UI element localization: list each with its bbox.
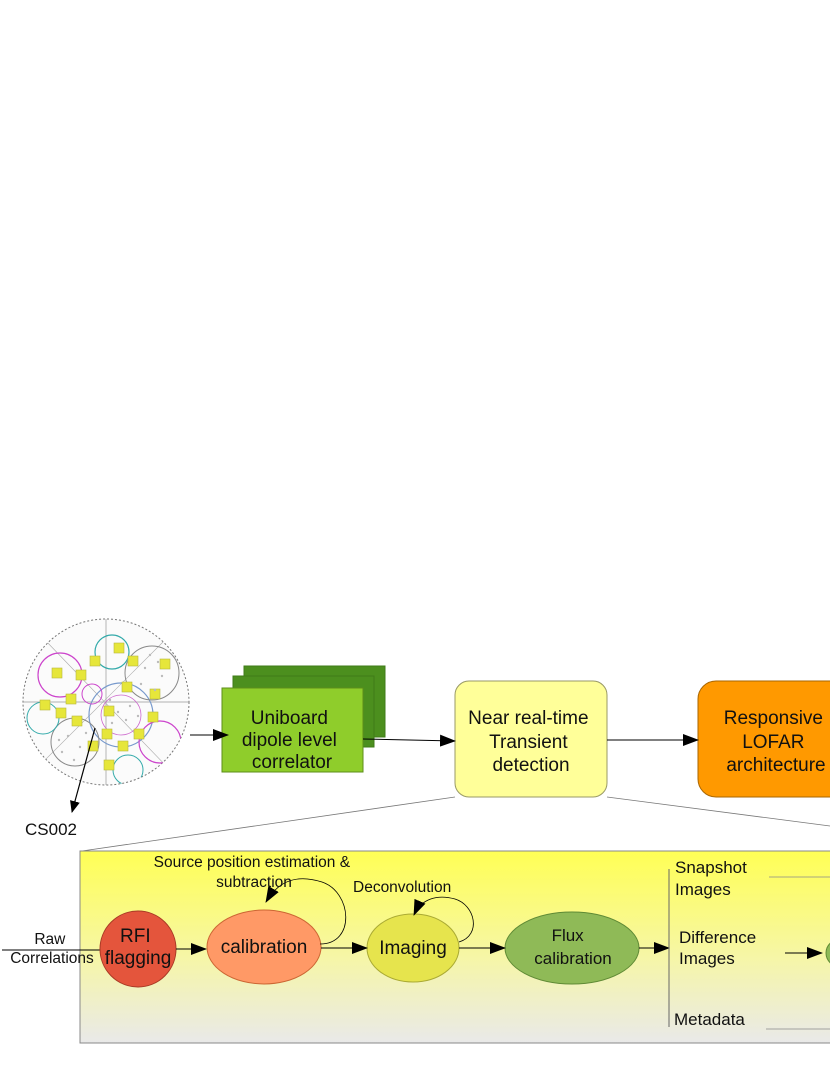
rfi-flagging-label: RFI flagging: [105, 926, 172, 969]
next-stage-node: [825, 942, 830, 964]
deconvolution-loop: [413, 896, 474, 943]
snapshot-images-label: Snapshot Images: [675, 858, 752, 899]
deconvolution-label: Deconvolution: [353, 879, 451, 896]
flux-calibration-label: Flux calibration: [534, 926, 612, 968]
arrow-uniboard-to-transient: [362, 734, 456, 747]
flux-calibration-node: [504, 911, 640, 985]
station-layout-image: [22, 618, 190, 813]
station-label: CS002: [25, 820, 77, 839]
zoom-line-right: [606, 796, 830, 827]
source-position-label: Source position estimation & subtraction: [154, 854, 355, 891]
metadata-label: Metadata: [674, 1010, 745, 1029]
transient-detection-label: Near real-time Transient detection: [468, 708, 594, 776]
imaging-label: Imaging: [379, 938, 447, 959]
source-subtraction-loop: [265, 878, 347, 945]
uniboard-label: Uniboard dipole level correlator: [242, 708, 342, 773]
difference-images-label: Difference Images: [679, 928, 761, 968]
calibration-label: calibration: [221, 937, 308, 958]
calibration-node: [206, 909, 322, 985]
responsive-architecture-label: Responsive LOFAR architecture: [724, 708, 829, 776]
uniboard-stack: [221, 665, 386, 773]
uniboard-box: [221, 687, 364, 773]
raw-correlations-label: Raw Correlations: [10, 931, 94, 967]
zoom-line-left: [81, 796, 456, 852]
